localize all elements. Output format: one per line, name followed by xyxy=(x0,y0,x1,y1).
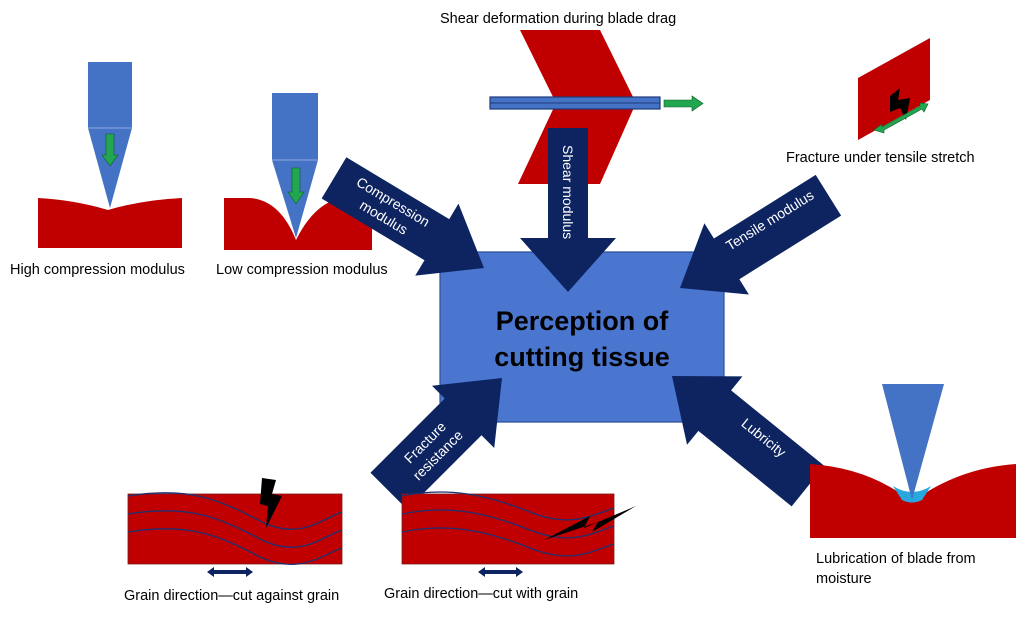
fracture-resistance-arrow: Fracture resistance xyxy=(370,378,502,510)
arrow-label-shear: Shear modulus xyxy=(560,145,576,239)
double-arrow-icon xyxy=(478,567,523,577)
down-arrow-icon xyxy=(101,133,119,167)
center-title-line2: cutting tissue xyxy=(494,342,670,372)
right-arrow-icon xyxy=(663,95,704,112)
caption-lubrication-1: Lubrication of blade from xyxy=(816,551,976,567)
lightning-bolt-icon xyxy=(260,478,282,528)
lightning-bolt-icon xyxy=(890,88,910,120)
caption-grain-against: Grain direction—cut against grain xyxy=(124,588,339,604)
tissue-block-high xyxy=(38,198,182,248)
tissue-tensile xyxy=(858,38,930,140)
shear-illustration xyxy=(489,30,704,184)
tissue-lubrication xyxy=(810,464,1016,538)
low-compression-illustration xyxy=(224,93,372,250)
caption-high-compression: High compression modulus xyxy=(10,262,185,278)
caption-grain-with: Grain direction—cut with grain xyxy=(384,586,578,602)
tissue-block-low xyxy=(224,198,372,250)
lightning-bolt-icon xyxy=(544,506,636,540)
center-title-line1: Perception of xyxy=(496,306,670,336)
caption-shear: Shear deformation during blade drag xyxy=(440,11,676,27)
tissue-grain-with xyxy=(401,493,615,565)
lubrication-illustration xyxy=(810,384,1016,538)
double-arrow-icon xyxy=(207,567,253,577)
blade-low xyxy=(272,93,318,238)
grain-with-illustration xyxy=(401,491,636,577)
caption-low-compression: Low compression modulus xyxy=(216,262,388,278)
blade-lubrication xyxy=(882,384,944,500)
shear-modulus-arrow: Shear modulus xyxy=(520,128,616,292)
high-compression-illustration xyxy=(38,62,182,248)
tensile-illustration xyxy=(858,38,930,140)
down-arrow-icon xyxy=(287,167,305,205)
lubricity-arrow: Lubricity xyxy=(672,376,825,507)
double-arrow-icon xyxy=(873,102,929,134)
grain-against-illustration xyxy=(127,478,343,577)
caption-lubrication-2: moisture xyxy=(816,571,872,587)
caption-tensile: Fracture under tensile stretch xyxy=(786,150,975,166)
